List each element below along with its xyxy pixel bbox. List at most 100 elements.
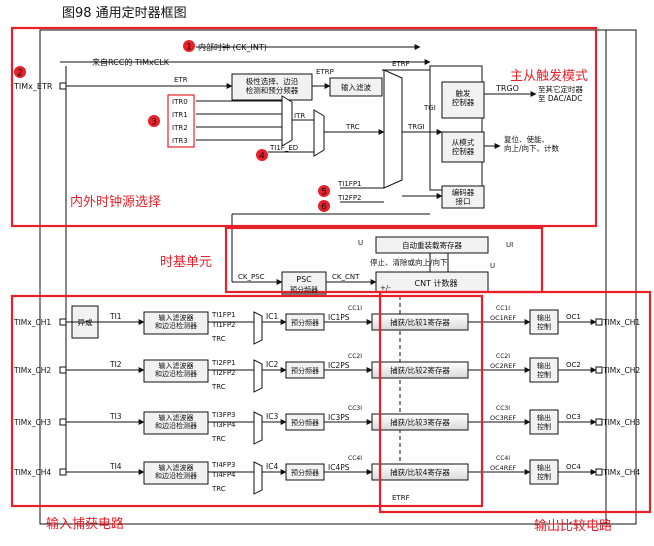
encoder-text: 编码器接口 [452,187,475,206]
channel-4-fp-a: TI4FP3 [211,461,236,469]
trigger-ctrl-text: 触发控制器 [452,88,475,107]
marker-3-label: 3 [151,118,157,128]
xor-text: 异或 [78,317,93,327]
marker-6 [318,200,330,212]
channel-3-trc: TRC [211,435,226,443]
channel-1-oc-label: OC1 [566,313,581,321]
channel-2-ti-label: TI2 [109,360,122,369]
channel-2-mux [253,359,263,393]
marker-4-label: 4 [259,152,265,162]
channel-4-out-pin [595,468,603,476]
output-compare-label: 输出比较电路 [534,518,612,534]
etr-text: ETR [174,76,188,84]
channel-1-out-ctrl-label: 输出控制 [537,313,551,331]
channel-2-prescaler-label: 预分频器 [291,366,319,375]
channel-2-ccintr-label: CC2I [496,353,510,360]
channel-2-filter-label: 输入滤波器和边沿检测器 [155,361,197,378]
channel-4-ccintr-label: CC4I [496,455,510,462]
psc-text: PSC [296,275,312,284]
channel-3-pin [59,418,67,426]
timebase-section [232,236,489,295]
etrp-text: ETRP [316,68,334,76]
channel-2-ccr-label: 捕获/比较2寄存器 [390,365,450,375]
tgi-text: TGI [423,104,436,112]
channel-1-fp-b: TI1FP2 [211,321,236,329]
channel-1-fp-a: TI1FP1 [211,311,236,319]
channel-1-ti-label: TI1 [109,312,122,321]
trigger-controller-block [441,81,485,119]
master-slave-label: 主从触发模式 [510,68,588,84]
marker-4 [256,149,268,161]
channel-3-out-ctrl-block [529,409,559,435]
ck-int-text: 内部时钟 (CK_INT) [198,42,267,52]
marker-2-label: 2 [17,69,23,79]
cnt-text: CNT 计数器 [415,278,458,288]
channel-2-fp-a: TI2FP1 [211,359,236,367]
channel-2-ic-label: IC2 [266,360,278,369]
channel-3-oc-label: OC3 [566,413,581,421]
itr-mux [281,95,293,147]
ti1fp1-text: TI1FP1 [337,180,362,188]
channel-3-fp-a: TI3FP3 [211,411,236,419]
trc-mux [313,109,325,157]
clock-select-label: 内外时钟源选择 [70,194,161,210]
channel-1-pin [59,318,67,326]
channel-3-mux [253,411,263,445]
in-filter-text: 输入滤波 [341,82,371,92]
ck-cnt-text: CK_CNT [332,273,360,281]
marker-5 [318,185,330,197]
channel-4-out-pin-label: TIMx_CH4 [602,468,640,477]
channel-1-filter-label: 输入滤波器和边沿检测器 [155,313,197,330]
channel-2-out-pin [595,366,603,374]
outer-frame [39,29,637,525]
polarity-block [231,73,313,101]
channel-3-out-pin-label: TIMx_CH3 [602,418,640,427]
trgo-text: TRGO [495,84,519,93]
timx-etr-text: TIMx_ETR [13,82,53,91]
channel-3-pin-label: TIMx_CH3 [13,418,51,427]
etr-pin [59,82,67,90]
channel-2-cci-label: CC2I [348,353,362,360]
ck-psc-text: CK_PSC [238,273,265,281]
up-down-text: +/- [380,284,391,292]
main-mux [383,69,403,189]
clock-source-region [10,26,598,228]
slave-controller-block [441,131,485,163]
ui-text: UI [506,241,513,249]
channel-4-filter-block [143,461,209,485]
autoreload-block [375,236,489,254]
itr0-text: ITR0 [172,98,188,106]
psc-block [281,271,327,295]
channel-3-filter-label: 输入滤波器和边沿检测器 [155,413,197,430]
channel-1-cci-label: CC1I [348,305,362,312]
channel-3-ccr-label: 捕获/比较3寄存器 [390,417,450,427]
timebase-label: 时基单元 [160,255,212,270]
ti1f-ed-text: TI1F_ED [269,144,298,152]
trgo-desc-text: 至其它定时器至 DAC/ADC [538,84,583,103]
channel-4-cci-label: CC4I [348,455,362,462]
channel-4-ic-label: IC4 [266,462,278,471]
channel-3-filter-block [143,411,209,435]
channel-1-ccr-label: 捕获/比较1寄存器 [390,317,450,327]
channel-1-trc: TRC [211,335,226,343]
channel-2-filter-block [143,359,209,383]
marker-5-label: 5 [321,188,327,198]
slave-ctrl-text: 从模式控制器 [452,137,475,156]
clock-trigger-section [60,44,537,282]
channel-4-ocref-label: OC4REF [490,464,516,472]
marker-3 [148,115,160,127]
channel-1-icps-label: IC1PS [328,313,350,322]
channel-3-ocref-label: OC3REF [490,414,516,422]
itr1-text: ITR1 [172,111,188,119]
stop-desc-text: 停止、清除或向上/向下 [370,257,448,267]
input-filter-block [329,77,383,97]
marker-6-label: 6 [321,203,327,213]
channel-3-fp-b: TI3FP4 [211,421,236,429]
channel-4-trc: TRC [211,485,226,493]
channel-2-ocref-label: OC2REF [490,362,516,370]
ti2fp2-text: TI2FP2 [337,194,362,202]
channel-1-filter-block [143,311,209,335]
channel-3-out-ctrl-label: 输出控制 [537,413,551,431]
marker-2 [14,66,26,78]
